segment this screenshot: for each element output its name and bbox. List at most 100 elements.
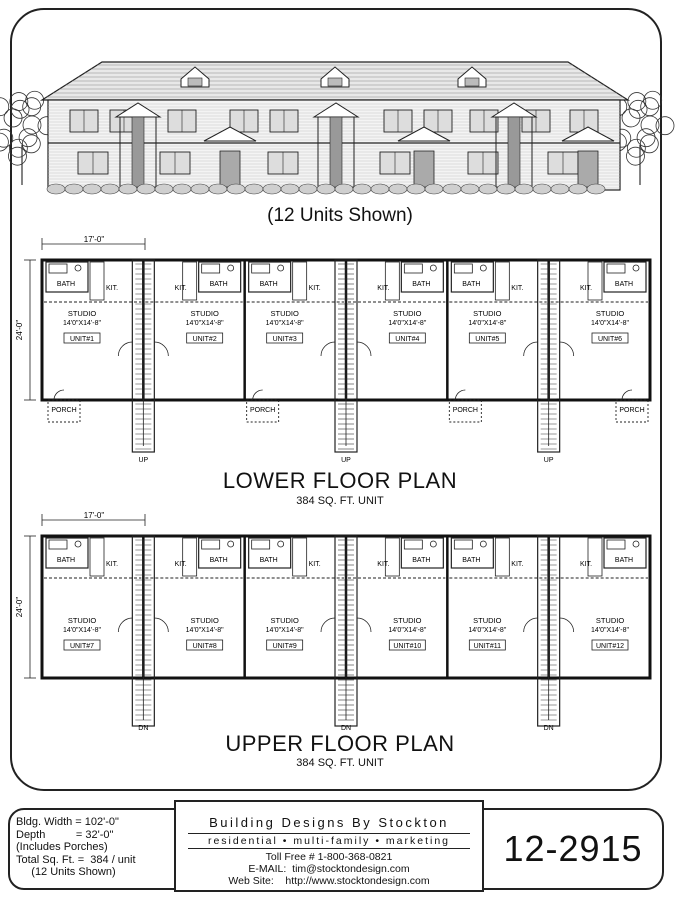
kitchen-label: KIT.	[106, 285, 118, 292]
toilet	[74, 264, 82, 272]
toilet	[429, 540, 437, 548]
bathtub	[606, 263, 626, 274]
bath-label: BATH	[210, 281, 228, 288]
kitchen-label: KIT.	[309, 561, 321, 568]
door-swing	[320, 617, 336, 633]
studio-size: 14'0"X14'-8"	[591, 320, 630, 327]
studio-label: STUDIO	[393, 309, 422, 318]
stair-opening	[507, 116, 521, 188]
stair-enclosure	[537, 259, 561, 453]
entry-door	[413, 150, 435, 188]
studio-label: STUDIO	[473, 309, 502, 318]
kitchen-counter	[587, 537, 603, 577]
unit-label: UNIT#8	[193, 643, 217, 650]
unit-label: UNIT#1	[70, 336, 94, 343]
unit-label: UNIT#9	[273, 643, 297, 650]
studio-size: 14'0"X14'-8"	[266, 627, 305, 634]
lower-floor-plan: 17'-0"24'-0"BATHKIT.STUDIO14'0"X14'-8"UN…	[15, 235, 652, 464]
bath-room	[248, 261, 292, 293]
unit-tag-box	[468, 639, 506, 651]
dormer-window	[187, 77, 203, 87]
bathtub	[403, 263, 423, 274]
plan-number: 12-2915	[482, 808, 664, 890]
company-block: Building Designs By Stockton residential…	[174, 800, 484, 892]
studio-size: 14'0"X14'-8"	[388, 627, 427, 634]
entry-gable	[203, 126, 257, 142]
title-block: Bldg. Width = 102'-0" Depth = 32'-0" (In…	[8, 800, 664, 892]
kitchen-label: KIT.	[309, 285, 321, 292]
upper-floor-plan: 17'-0"24'-0"BATHKIT.STUDIO14'0"X14'-8"UN…	[15, 511, 652, 732]
kitchen-counter	[587, 261, 603, 301]
studio-label: STUDIO	[190, 309, 219, 318]
bath-label: BATH	[57, 281, 75, 288]
kitchen-label: KIT.	[511, 561, 523, 568]
dormer-window	[464, 77, 480, 87]
kitchen-label: KIT.	[580, 561, 592, 568]
toilet	[632, 264, 640, 272]
stair-opening	[329, 116, 343, 188]
kitchen-counter	[494, 537, 510, 577]
unit-label: UNIT#4	[395, 336, 419, 343]
bathtub	[251, 263, 271, 274]
kitchen-counter	[292, 261, 308, 301]
entry-door-swing	[53, 389, 65, 401]
bath-label: BATH	[210, 557, 228, 564]
door-swing	[154, 617, 169, 633]
porch-label: PORCH	[51, 407, 76, 414]
door-swing	[356, 617, 372, 633]
company-name: Building Designs By Stockton	[209, 815, 449, 830]
entry-door	[219, 150, 241, 188]
kitchen-label: KIT.	[175, 561, 187, 568]
unit-tag-box	[63, 639, 101, 651]
bathtub	[606, 539, 626, 550]
entry-door	[577, 150, 599, 188]
kitchen-counter	[292, 537, 308, 577]
toilet	[277, 540, 285, 548]
bath-room	[603, 261, 647, 293]
stairwell-1: UP	[117, 259, 169, 464]
porch-label: PORCH	[250, 407, 275, 414]
sheet-border	[10, 8, 662, 791]
studio-size: 14'0"X14'-8"	[63, 627, 102, 634]
unit-tag-box	[388, 332, 426, 344]
kitchen-counter	[182, 537, 198, 577]
website-url[interactable]: Web Site: http://www.stocktondesign.com	[228, 875, 430, 887]
studio-label: STUDIO	[270, 309, 299, 318]
bath-room	[198, 537, 242, 569]
porch-outline	[448, 399, 482, 423]
unit-label: UNIT#10	[393, 643, 421, 650]
stair-label: UP	[544, 457, 554, 464]
email-address[interactable]: E-MAIL: tim@stocktondesign.com	[248, 863, 410, 875]
bath-room	[248, 537, 292, 569]
door-swing	[117, 341, 133, 357]
studio-size: 14'0"X14'-8"	[468, 627, 507, 634]
landscape-shrubs	[46, 183, 606, 195]
stairwell-3: DN	[523, 535, 575, 732]
bath-label: BATH	[260, 557, 278, 564]
toilet	[479, 540, 487, 548]
kitchen-counter	[89, 537, 105, 577]
front-elevation	[0, 61, 675, 195]
stair-enclosure	[334, 535, 358, 727]
door-swing	[320, 341, 336, 357]
stair-label: DN	[138, 725, 148, 732]
porch-outline	[47, 399, 81, 423]
stair-enclosure	[537, 535, 561, 727]
bath-room	[45, 537, 89, 569]
depth-dimension: 24'-0"	[15, 320, 24, 341]
bath-room	[603, 537, 647, 569]
dormer-window	[327, 77, 343, 87]
units-shown-caption: (12 Units Shown)	[267, 205, 413, 226]
spec-total-sqft: Total Sq. Ft. = 384 / unit	[16, 853, 136, 866]
unit-label: UNIT#5	[475, 336, 499, 343]
entry-gable	[561, 126, 615, 142]
toilet	[227, 540, 235, 548]
unit-label: UNIT#2	[193, 336, 217, 343]
unit-tag-box	[591, 332, 629, 344]
kitchen-counter	[89, 261, 105, 301]
